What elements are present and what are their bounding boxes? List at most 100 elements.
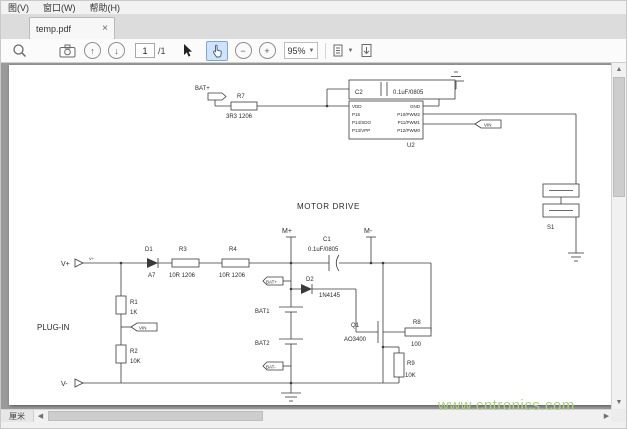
circuit-schematic: BAT+ R7 3R3 1206 C2 0.1uF/0805 VDD [37,71,584,402]
vertical-scrollbar[interactable]: ▲ ▼ [611,63,626,409]
scroll-left-icon[interactable]: ◀ [37,413,44,420]
tab-close-icon[interactable]: × [102,23,108,34]
horizontal-scrollbar-thumb[interactable] [48,411,263,421]
capacitor-c1: C1 0.1uF/0805 [308,237,340,272]
ground-symbol-s1 [568,252,584,262]
svg-text:P12/PWM0: P12/PWM0 [397,128,420,133]
svg-text:BAT-: BAT- [266,365,276,370]
svg-text:V+: V+ [89,256,95,261]
net-flag-vin-top: VIN [474,119,502,129]
svg-text:10K: 10K [130,359,141,365]
tab-bar: temp.pdf × [1,14,626,40]
menu-view[interactable]: 图(V) [8,3,29,13]
svg-text:1N4145: 1N4145 [319,293,341,299]
watermark-text: www.cntronics.com [438,397,575,414]
resistor-r9: R9 10K [393,352,416,379]
svg-text:P15: P15 [352,112,361,117]
svg-text:D1: D1 [145,247,153,253]
menu-help[interactable]: 帮助(H) [89,3,121,13]
horizontal-scroll-track[interactable] [47,410,600,422]
resistor-r4: R4 10R 1206 [219,247,250,279]
plug-in-title: PLUG-IN [37,323,70,332]
magnifier-icon[interactable] [9,42,29,60]
zoom-level-select[interactable]: 95% ▼ [283,42,319,59]
terminal-v-plus: V+ V+ [61,256,95,268]
svg-text:GND: GND [410,104,421,109]
toolbar-separator [325,42,327,59]
mosfet-q1: Q1 AO3400 [344,317,384,347]
resistor-r8: R8 100 [404,320,432,348]
junction-dots [119,104,385,385]
svg-text:VIN: VIN [139,326,147,331]
svg-text:10K: 10K [405,373,416,379]
scroll-up-icon[interactable]: ▲ [615,66,623,73]
svg-text:R8: R8 [413,320,421,326]
select-tool-cursor-icon[interactable] [178,42,198,60]
svg-text:1K: 1K [130,310,137,316]
document-tab[interactable]: temp.pdf × [29,17,115,39]
svg-text:0.1uF/0805: 0.1uF/0805 [308,247,339,253]
switch-s1: S1 [542,183,580,231]
svg-text:100: 100 [411,342,422,348]
zoom-level-value: 95% [287,45,306,56]
page-count-label: /1 [158,45,166,56]
svg-text:VDD: VDD [352,104,362,109]
svg-text:A7: A7 [148,273,156,279]
svg-text:10R 1206: 10R 1206 [169,273,196,279]
svg-text:P11/PWM1: P11/PWM1 [398,120,421,125]
svg-text:BAT+: BAT+ [266,280,277,285]
m-minus-label: M- [364,228,373,235]
svg-text:R7: R7 [237,94,245,100]
terminal-v-minus: V- [61,378,84,388]
svg-text:R9: R9 [407,361,415,367]
chevron-down-icon: ▼ [308,47,315,54]
document-canvas[interactable]: BAT+ R7 3R3 1206 C2 0.1uF/0805 VDD [1,63,613,409]
diode-d2: D2 1N4145 [301,277,341,299]
resistor-r7: R7 3R3 1206 [226,94,258,120]
svg-text:P13/VPP: P13/VPP [352,128,370,133]
svg-text:R4: R4 [229,247,237,253]
diode-d1: D1 A7 [145,247,159,279]
svg-text:D2: D2 [306,277,314,283]
vertical-scrollbar-thumb[interactable] [613,77,625,197]
svg-text:V-: V- [61,381,68,388]
svg-text:P10/PWM2: P10/PWM2 [397,112,420,117]
svg-text:U2: U2 [407,143,415,149]
svg-text:0.1uF/0805: 0.1uF/0805 [393,90,424,96]
pdf-page: BAT+ R7 3R3 1206 C2 0.1uF/0805 VDD [9,65,612,405]
page-down-button[interactable]: ↓ [108,42,125,59]
net-flag-vin-left: VIN [130,322,158,332]
scrollbar-corner [611,409,626,422]
zoom-out-button[interactable]: − [234,42,252,59]
svg-text:10R 1206: 10R 1206 [219,273,246,279]
svg-text:BAT2: BAT2 [255,341,270,347]
battery-bat2: BAT2 [255,338,303,347]
scroll-down-icon[interactable]: ▼ [615,399,623,406]
net-flag-bat-plus-top: BAT+ [195,86,227,101]
svg-text:VIN: VIN [484,123,492,128]
ground-symbol-battery [281,392,301,402]
svg-text:S1: S1 [547,225,555,231]
snapshot-camera-icon[interactable] [57,42,77,60]
page-up-button[interactable]: ↑ [84,42,101,59]
svg-text:AO3400: AO3400 [344,337,367,343]
scroll-mode-button[interactable] [357,42,377,60]
horizontal-scrollbar[interactable]: 厘米 ◀ ▶ [1,409,613,422]
hand-tool-button[interactable] [205,40,228,61]
tab-title: temp.pdf [36,23,72,34]
svg-text:P14/SDO: P14/SDO [352,120,372,125]
scroll-right-icon[interactable]: ▶ [603,413,610,420]
toolbar: ↑ ↓ 1 /1 − + 95% ▼ ▼ [1,39,626,63]
capacitor-c2: C2 0.1uF/0805 [348,79,456,100]
menu-window[interactable]: 窗口(W) [43,3,76,13]
svg-text:V+: V+ [61,261,70,268]
battery-bat1: BAT1 [255,306,303,315]
net-flag-bat-minus: BAT- [262,361,284,371]
svg-text:BAT1: BAT1 [255,309,270,315]
svg-text:C2: C2 [355,90,363,96]
menu-bar: 图(V) 窗口(W) 帮助(H) [1,1,626,15]
zoom-in-button[interactable]: + [258,42,276,59]
page-fit-view-button[interactable]: ▼ [333,42,353,60]
page-number-input[interactable]: 1 [135,43,155,58]
